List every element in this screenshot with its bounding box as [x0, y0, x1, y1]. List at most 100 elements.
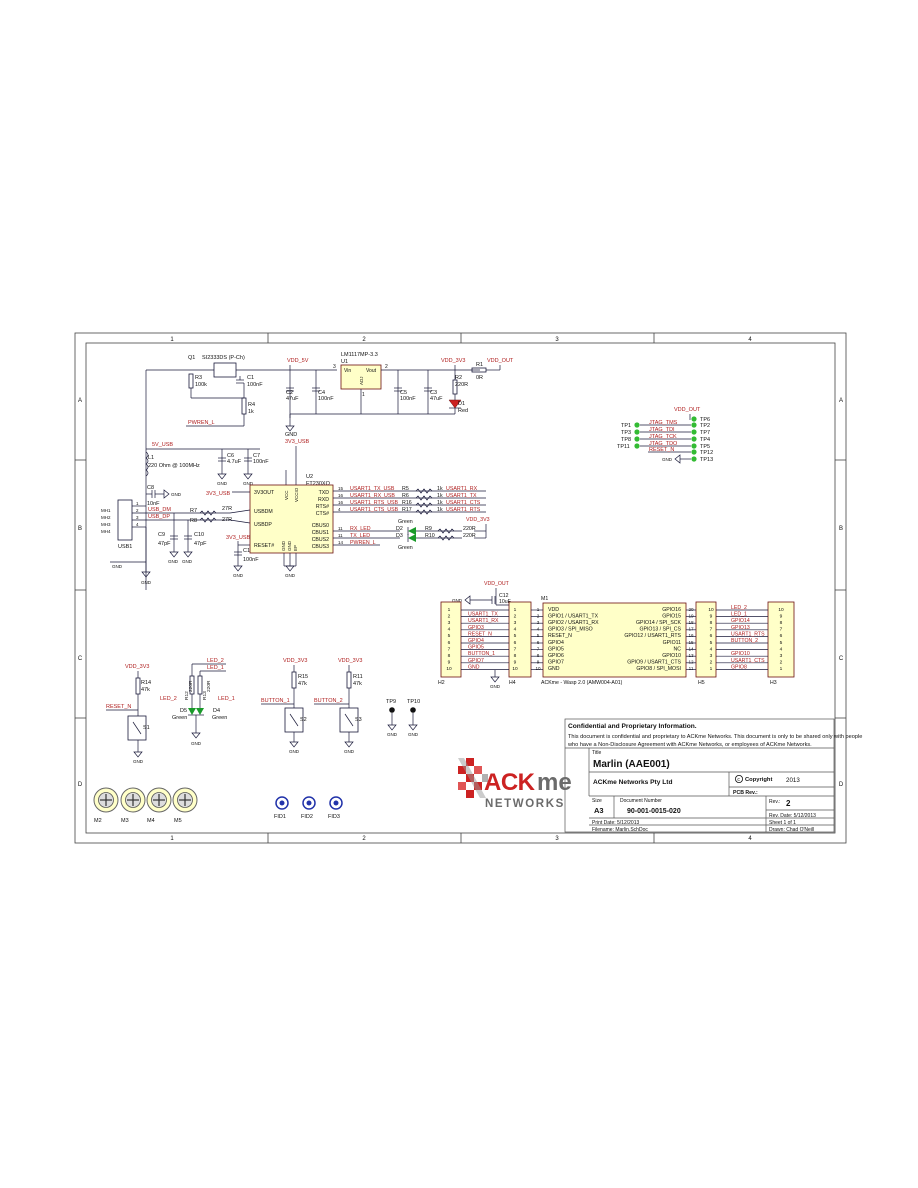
u2-ref: U2 [306, 474, 313, 480]
row-label-d-right: D [839, 782, 844, 788]
m1-right-pin-num-15: 15 [688, 640, 694, 645]
h3-net-2: USART1_CTS [731, 658, 765, 664]
h2-net-5: RESET_N [468, 631, 492, 637]
tp5-ref: TP5 [700, 444, 710, 450]
h3-pin-1: 1 [780, 666, 783, 672]
tp8-point [634, 436, 640, 442]
mount-hole-m2 [93, 787, 119, 813]
m2-ref: M2 [94, 818, 102, 824]
svg-text:16: 16 [338, 493, 344, 498]
rev-date: Rev. Date: 5/12/2013 [769, 813, 816, 819]
header-h3 [767, 601, 795, 678]
h3-pin-7: 7 [780, 627, 783, 633]
tp13-point [691, 456, 697, 462]
u2-pin-usbdm: USBDM [254, 509, 273, 515]
copyright-label: Copyright [745, 777, 772, 783]
tp12-point [691, 449, 697, 455]
confidential-text-1: This document is confidential and propri… [568, 734, 862, 740]
header-h5 [695, 601, 717, 678]
h3-net-8: GPIO14 [731, 618, 750, 624]
gnd-c11: GND [233, 573, 244, 578]
row-label-a-right: A [839, 398, 843, 404]
h5-pin-2: 2 [710, 660, 713, 666]
net-led-2: LED_2 [160, 696, 177, 702]
gnd-c7: GND [243, 481, 254, 486]
r15-ref: R15 [298, 674, 308, 680]
usb-connector [117, 499, 133, 541]
r10-value: 220R [463, 533, 476, 539]
ft230x-u2 [249, 484, 334, 554]
r17-resistor [415, 509, 433, 515]
regulator-pin2: 2 [385, 364, 388, 370]
row-label-a: A [78, 398, 82, 404]
net-usart1-tx: USART1_TX [446, 493, 477, 499]
r3-resistor [188, 373, 194, 389]
h3-net-3: GPIO10 [731, 651, 750, 657]
usb1-ref: USB1 [118, 544, 132, 550]
module-vdd-out: VDD_OUT [484, 581, 510, 587]
usb-mh1: MH1 [101, 508, 111, 513]
u2-pin-vcc: VCC [284, 490, 289, 500]
usb-mh4: MH4 [101, 529, 111, 534]
net-3v3-usb-top: 3V3_USB [285, 439, 309, 445]
m1-right-pin-10: GPIO8 / SPI_MOSI [636, 666, 681, 672]
r9-ref: R9 [425, 526, 432, 532]
tp3-point [634, 429, 640, 435]
r3-value: 100k [195, 382, 207, 388]
bottom-vdd-3v3-btn1: VDD_3V3 [283, 658, 307, 664]
tp4-ref: TP4 [700, 437, 710, 443]
h4-pin-10: 10 [512, 666, 518, 672]
h3-net-9: LED_1 [731, 612, 747, 618]
d4-ref: D4 [213, 708, 220, 714]
c3-value: 47uF [430, 396, 443, 402]
m3-ref: M3 [121, 818, 129, 824]
h2-pin-6: 6 [448, 640, 451, 646]
net-usart1-cts: USART1_CTS [446, 500, 481, 506]
tp10-ref: TP10 [407, 699, 420, 705]
c9-value: 47pF [158, 541, 171, 547]
module-gnd: GND [490, 684, 501, 689]
m1-right-pin-3: GPIO14 / SPI_SCK [636, 620, 682, 626]
u2-pin-rts: RTS# [316, 504, 329, 510]
u2-pin-cts: CTS# [316, 511, 329, 517]
bottom-vdd-3v3-btn2: VDD_3V3 [338, 658, 362, 664]
vdd-out-net-power: VDD_OUT [487, 358, 514, 364]
svg-text:15: 15 [338, 486, 344, 491]
r15-resistor [291, 671, 297, 689]
size-label: Size [592, 798, 602, 804]
u2-pin-txd: TXD [319, 490, 330, 496]
h5-pin-6: 6 [710, 633, 713, 639]
r16-value: 1k [437, 500, 443, 506]
c2-value: 47uF [286, 396, 299, 402]
vdd-3v3-leds: VDD_3V3 [466, 517, 490, 523]
m1-left-pin-6: GPIO4 [548, 640, 564, 646]
ackme-logo-mark [458, 758, 488, 798]
m1-left-pin-num-7: 7 [537, 646, 540, 651]
gnd-usb: GND [141, 580, 152, 585]
tp2-point [691, 422, 697, 428]
s1-switch [127, 715, 147, 741]
h2-net-8: BUTTON_1 [468, 651, 495, 657]
sheet-info: Sheet 1 of 1 [769, 820, 796, 826]
r10-ref: R10 [425, 533, 435, 539]
c9-ref: C9 [158, 532, 165, 538]
q1-ref: Q1 [188, 355, 195, 361]
regulator-adj: ADJ [359, 376, 364, 385]
regulator-part: LM1117MP-3.3 [341, 352, 378, 358]
m1-left-pin-8: GPIO6 [548, 653, 564, 659]
tp10-point [410, 707, 416, 713]
m1-right-pin-7: NC [674, 646, 682, 652]
s1-ref: S1 [143, 725, 150, 731]
d1-value: Red [458, 408, 468, 414]
col-label-4: 4 [748, 337, 752, 343]
c12-ref: C12 [499, 593, 509, 599]
col-label-3-bottom: 3 [555, 836, 559, 842]
m1-left-pin-1: VDD [548, 607, 559, 613]
filename: Filename: Marlin.SchDoc [592, 827, 648, 833]
u2-pin-cbus1: CBUS1 [312, 530, 329, 536]
m1-left-pin-2: GPIO1 / USART1_TX [548, 613, 599, 619]
m1-left-pin-num-6: 6 [537, 640, 540, 645]
h3-pin-6: 6 [780, 633, 783, 639]
row-label-c-right: C [839, 656, 844, 662]
